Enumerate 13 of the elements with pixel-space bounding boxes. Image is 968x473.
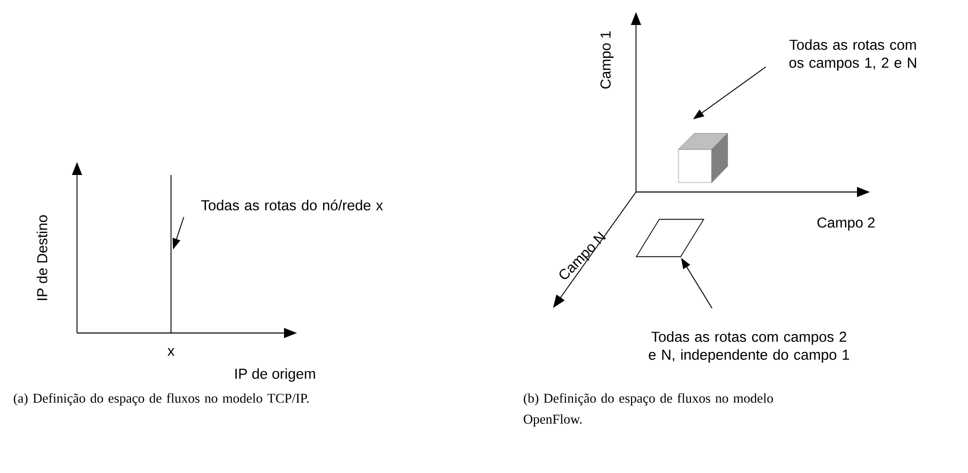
flow-line (170, 174, 172, 334)
annotation-text: Todas as rotas com campos 2 e N, independente do campo 1 (648, 331, 850, 363)
axis-label: Campo 1 (600, 31, 614, 89)
axis-label: IP de origem (235, 368, 315, 382)
figure-caption: (a) Definição do espaço de fluxos no modelo TCP/IP. (14, 393, 309, 406)
annotation-text: Todas as rotas do nó/rede x (201, 200, 383, 210)
cube-drawing (678, 133, 728, 183)
axis-label: x (168, 348, 174, 356)
figure-caption: (b) Definição do espaço de fluxos no modelo OpenFlow. (524, 393, 773, 426)
axis-label: Campo 2 (817, 217, 875, 231)
annotation-text: Todas as rotas com os campos 1, 2 e N (789, 39, 916, 71)
axis-label: IP de Destino (36, 215, 48, 300)
parallelogram-drawing (636, 218, 704, 258)
